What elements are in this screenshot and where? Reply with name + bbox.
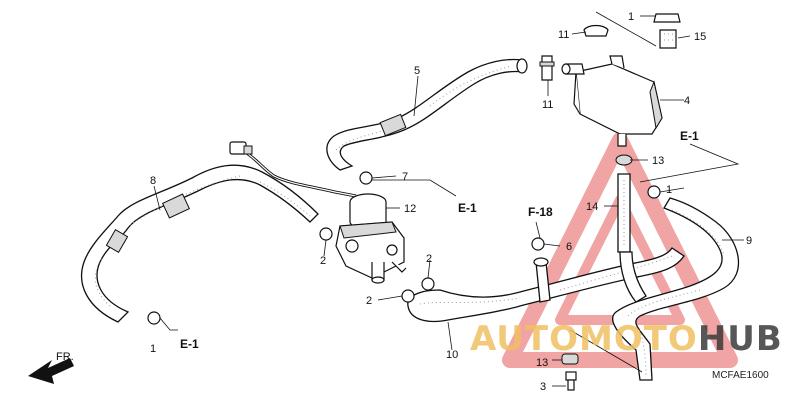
front-label: FR.	[56, 351, 74, 363]
clip-13-lower	[561, 353, 579, 365]
tank-4	[561, 55, 663, 147]
ref-e1: E-1	[458, 201, 477, 215]
callout-11: 11	[542, 99, 553, 111]
hose-10	[407, 247, 685, 323]
callout-labels: 1 1 1 2 2 2 3 4 5 6 7 8 9 10 11 11 12 13…	[150, 11, 752, 393]
callout-2: 2	[426, 253, 432, 265]
callout-11: 11	[558, 29, 569, 41]
wire-harness	[229, 141, 357, 198]
hose-5-sleeve	[379, 113, 407, 137]
callout-14: 14	[586, 201, 598, 213]
callout-3: 3	[540, 381, 546, 393]
leader-lines	[153, 11, 744, 387]
reference-labels: E-1 E-1 E-1 F-18	[180, 129, 699, 351]
callout-7: 7	[402, 171, 408, 183]
hose-14	[617, 173, 647, 303]
callout-10: 10	[446, 349, 458, 361]
front-direction-arrow: FR.	[28, 351, 74, 384]
clips-small	[147, 171, 661, 325]
callout-9: 9	[746, 235, 752, 247]
hose-9	[612, 197, 740, 381]
ref-e1: E-1	[180, 337, 199, 351]
callout-8: 8	[150, 175, 156, 187]
callout-13: 13	[652, 155, 664, 167]
clip-13-upper	[615, 154, 633, 166]
clamp-11-top	[583, 13, 681, 49]
valve-12	[335, 193, 407, 284]
callout-2: 2	[366, 295, 372, 307]
callout-1: 1	[628, 11, 634, 23]
callout-6: 6	[566, 241, 572, 253]
watermark-auto: AUTO	[470, 319, 579, 359]
callout-4: 4	[684, 95, 690, 107]
bolt-3	[565, 371, 577, 391]
watermark-hub: HUB	[698, 319, 783, 359]
callout-15: 15	[694, 31, 706, 43]
callout-2: 2	[320, 255, 326, 267]
hose-8-clip	[105, 229, 129, 253]
callout-5: 5	[414, 65, 420, 77]
hose-5	[326, 58, 528, 171]
ref-e1: E-1	[680, 129, 699, 143]
watermark-moto: MOTO	[579, 319, 698, 359]
hose-8	[80, 164, 319, 323]
svg-text:AUTOMOTOHUB: AUTOMOTOHUB	[470, 319, 783, 359]
callout-12: 12	[404, 203, 416, 215]
diagram-code: MCFAE1600	[712, 370, 769, 381]
clamp-11-side	[539, 55, 555, 81]
hose-8-sleeve	[161, 193, 191, 219]
ref-f18: F-18	[528, 205, 553, 219]
watermark-text: AUTOMOTOHUB	[470, 319, 783, 359]
callout-1: 1	[666, 184, 672, 196]
callout-13: 13	[536, 357, 548, 369]
callout-1: 1	[150, 343, 156, 355]
